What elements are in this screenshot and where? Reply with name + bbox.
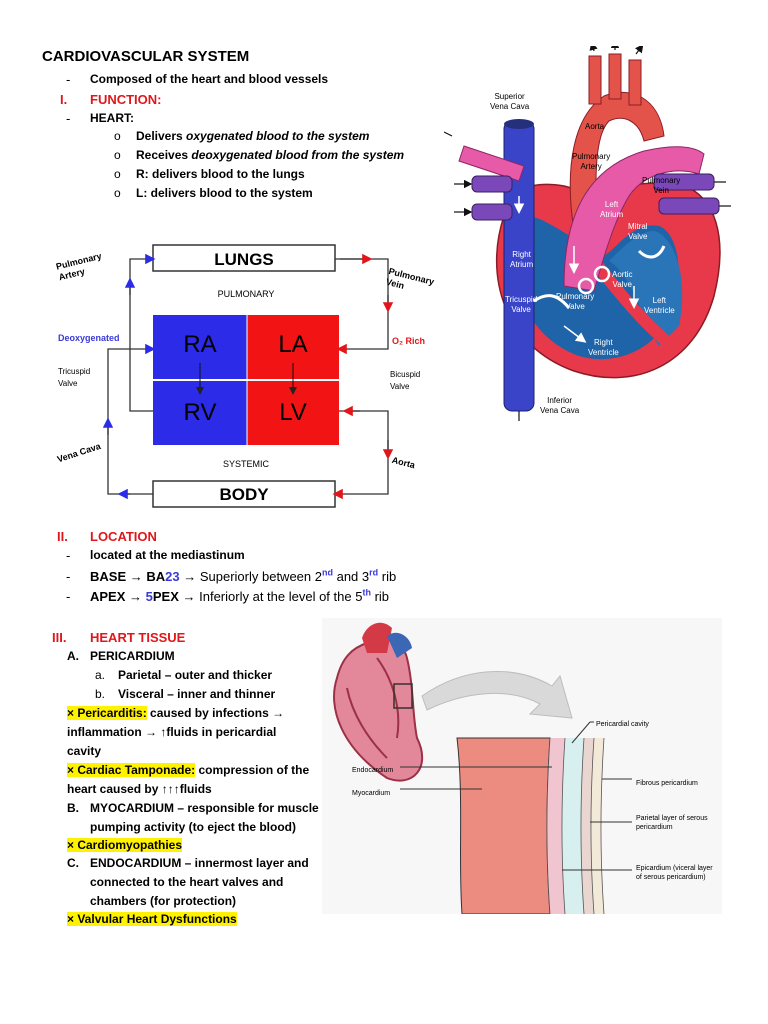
tamponade-line-2: heart caused by ↑↑↑fluids [67, 782, 212, 796]
list-marker-a: A. [67, 649, 79, 663]
myocardium-line-2: pumping activity (to eject the blood) [90, 820, 297, 834]
section-3-number: III. [52, 630, 67, 645]
endocardium-line-1: ENDOCARDIUM – innermost layer and [90, 856, 309, 870]
visceral-text: Visceral – inner and thinner [118, 687, 276, 701]
tamponade-line-1: × Cardiac Tamponade: compression of the [67, 763, 310, 777]
myocardium-line-1: MYOCARDIUM – responsible for muscle [90, 801, 319, 815]
base-line: BASE → BA23 → Superiorly between 2nd and… [90, 567, 397, 584]
pericarditis-line-3: cavity [67, 744, 102, 758]
list-marker-sub-b: b. [95, 687, 106, 701]
pulmonary-artery-line [129, 253, 156, 412]
location-line-1: located at the mediastinum [90, 548, 245, 562]
body-box [152, 480, 336, 508]
apex-line: APEX → 5PEX → Inferiorly at the level of… [90, 587, 390, 604]
list-marker-b: B. [67, 801, 79, 815]
intro-text: Composed of the heart and blood vessels [90, 72, 329, 86]
section-1-heading: FUNCTION: [90, 92, 162, 107]
dash-bullet: - [66, 589, 71, 604]
zoom-arrow [421, 671, 573, 719]
section-2-heading: LOCATION [90, 529, 157, 544]
function-item-2: Receives deoxygenated blood from the sys… [136, 148, 405, 162]
body-label: BODY [219, 485, 269, 504]
lungs-label: LUNGS [214, 250, 274, 269]
pericardial-cavity-label: Pericardial cavity [596, 721, 649, 728]
la-label: LA [278, 331, 308, 358]
dash-bullet: - [66, 548, 71, 563]
function-item-4: L: delivers blood to the system [136, 186, 313, 200]
heart-layers-illustration [322, 618, 722, 914]
aorta-line [332, 410, 389, 500]
endocardium-line-3: chambers (for protection) [90, 894, 237, 908]
lv-label: LV [279, 399, 307, 426]
heart-anatomy-illustration [444, 46, 731, 421]
circle-bullet: o [114, 129, 121, 143]
circle-bullet: o [114, 167, 121, 181]
section-1-number: I. [60, 92, 68, 107]
pulmonary-label: PULMONARY [217, 289, 275, 299]
myocardium-block [456, 737, 551, 914]
myocardium-label: Myocardium [352, 790, 391, 797]
circle-bullet: o [114, 186, 121, 200]
pericarditis-line-2: inflammation → ↑fluids in pericardial [67, 725, 277, 739]
pulmonary-artery-vessel [563, 146, 705, 292]
dash-bullet: - [66, 569, 71, 584]
function-item-3: R: delivers blood to the lungs [136, 167, 305, 181]
deoxygenated-label: Deoxygenated [58, 333, 120, 343]
cardiomyopathies-line: × Cardiomyopathies [67, 838, 183, 852]
zoom-box [393, 683, 413, 709]
pericardium-heading: PERICARDIUM [90, 649, 175, 663]
list-marker-sub-a: a. [95, 668, 106, 682]
systemic-label: SYSTEMIC [222, 459, 269, 469]
fibrous-pericardium-label: Fibrous pericardium [636, 780, 698, 787]
heart-label: HEART: [90, 111, 134, 125]
valvular-line: × Valvular Heart Dysfunctions [67, 912, 237, 926]
endocardium-line-2: connected to the heart valves and [90, 875, 284, 889]
rv-label: RV [183, 399, 217, 426]
endocardium-layer [547, 738, 565, 914]
endocardium-label: Endocardium [352, 767, 394, 774]
pulmonary-vein-line [335, 258, 389, 355]
o2-rich-label: O₂ Rich [392, 336, 426, 346]
list-marker-c: C. [67, 856, 79, 870]
pericarditis-line-1: × Pericarditis: caused by infections → [67, 706, 285, 720]
function-item-1: Delivers oxygenated blood to the system [136, 129, 370, 143]
section-3-heading: HEART TISSUE [90, 630, 186, 645]
dash-bullet: - [66, 72, 71, 87]
circle-bullet: o [114, 148, 121, 162]
section-2-number: II. [57, 529, 68, 544]
page-title: CARDIOVASCULAR SYSTEM [42, 48, 250, 65]
circulation-diagram [102, 244, 394, 508]
ra-label: RA [183, 331, 217, 358]
dash-bullet: - [66, 111, 71, 126]
parietal-text: Parietal – outer and thicker [118, 668, 273, 682]
aorta-anatomy-label: Aorta [585, 122, 605, 131]
